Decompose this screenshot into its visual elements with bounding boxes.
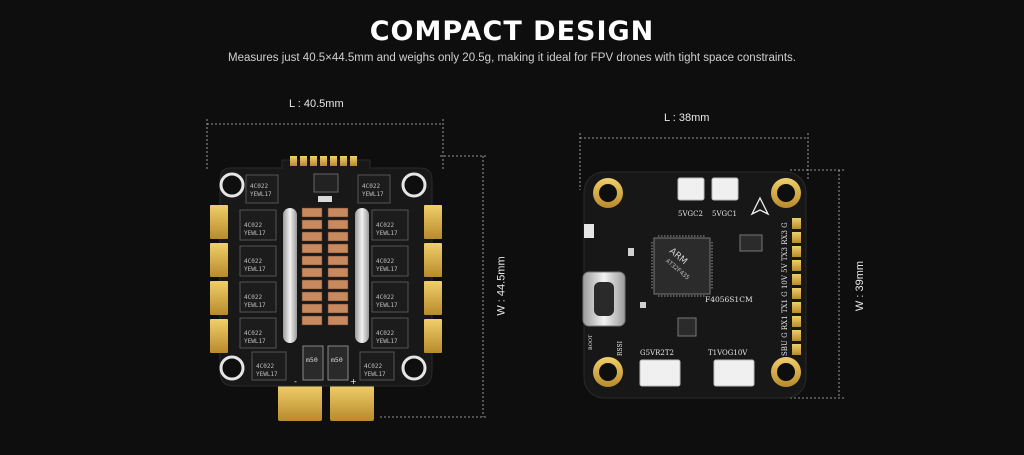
esc-power-pad-negative (278, 385, 322, 421)
fc-secondary-chip (739, 234, 763, 252)
esc-mosfet-right (357, 174, 409, 381)
fc-usb-c-opening (594, 282, 614, 316)
fc-brand-logo-icon (750, 196, 770, 216)
esc-chip-code-sub: YEWL17 (244, 230, 266, 237)
esc-capacitor-array (301, 207, 349, 326)
esc-pad-minus-marking: - (294, 377, 297, 386)
fc-board: 5VGC2 5VGC1 ARM AT32F435 F4056S1CM G5VR2… (582, 171, 807, 399)
page-subtitle: Measures just 40.5×44.5mm and weighs onl… (228, 52, 796, 64)
fc-side-pin-pads (792, 218, 801, 355)
fc-length-label: L : 38mm (664, 112, 710, 124)
esc-chip-code-sub: YEWL17 (362, 191, 384, 198)
fc-connector-bottom-right (713, 359, 755, 387)
esc-chip-code-sub: YEWL17 (256, 371, 278, 378)
fc-connector-top-left (677, 177, 705, 201)
fc-rssi-label: RSSI (617, 340, 624, 356)
esc-inductor-label: m50 (306, 356, 318, 364)
esc-width-label: W : 44.5mm (495, 256, 508, 316)
esc-length-dimension (206, 119, 444, 170)
fc-connector-top-right (711, 177, 739, 201)
fc-mcu-pins (651, 235, 713, 297)
fc-smd-part (640, 302, 646, 308)
esc-capacitor-rail-left (283, 208, 297, 343)
esc-chip-code: 4C022 (244, 330, 262, 337)
esc-capacitor-rail-right (355, 208, 369, 343)
esc-top-connector (290, 156, 357, 166)
fc-connector-top-right-label: 5VGC1 (712, 210, 737, 218)
esc-chip-code: 4C022 (362, 183, 380, 190)
esc-left-motor-pads (210, 205, 228, 353)
esc-chip-code: 4C022 (376, 330, 394, 337)
esc-right-motor-pads (424, 205, 442, 353)
esc-chip-code: 4C022 (244, 258, 262, 265)
esc-chip-code: 4C022 (376, 294, 394, 301)
fc-width-label: W : 39mm (854, 260, 867, 312)
esc-inductor-label: m50 (331, 356, 343, 364)
esc-chip-code: 4C022 (250, 183, 268, 190)
esc-chip-code: 4C022 (376, 258, 394, 265)
esc-width-dimension (380, 155, 488, 418)
fc-boot-label: BOOT (588, 334, 594, 350)
fc-mcu-chip (653, 237, 711, 295)
fc-side-pin-labels: SBU G RX1 TX1 G 10V 5V TX3 RX3 G (781, 222, 789, 356)
esc-chip-code: 4C022 (256, 363, 274, 370)
esc-inductor-right (327, 345, 349, 381)
fc-width-dimension (790, 169, 844, 399)
esc-board: 4C022 YEWL17 4C022 YEWL17 4C022 YEWL17 4… (210, 156, 442, 421)
esc-length-label: L : 40.5mm (289, 98, 344, 110)
esc-chip-code-sub: YEWL17 (376, 338, 398, 345)
fc-length-dimension (579, 133, 809, 190)
fc-gyro-chip (677, 317, 697, 337)
esc-regulator (313, 173, 339, 193)
esc-chip-code-sub: YEWL17 (250, 191, 272, 198)
esc-mosfet-left (239, 174, 287, 381)
fc-connector-top-left-label: 5VGC2 (678, 210, 703, 218)
esc-chip-code-sub: YEWL17 (376, 302, 398, 309)
esc-smd-part (318, 196, 332, 202)
esc-power-pad-positive (330, 385, 374, 421)
esc-chip-code: 4C022 (244, 294, 262, 301)
fc-connector-bottom-right-label: T1VOG10V (708, 349, 748, 357)
esc-mounting-holes (219, 172, 427, 381)
fc-mounting-holes (593, 178, 801, 387)
page-title: COMPACT DESIGN (369, 16, 655, 47)
fc-connector-bottom-left (639, 359, 681, 387)
esc-chip-code-sub: YEWL17 (376, 230, 398, 237)
esc-chip-code: 4C022 (376, 222, 394, 229)
esc-chip-code: 4C022 (244, 222, 262, 229)
fc-connector-bottom-left-label: G5VR2T2 (640, 349, 674, 357)
esc-chip-code-sub: YEWL17 (244, 338, 266, 345)
esc-pad-plus-marking: + (350, 377, 357, 386)
esc-chip-code-sub: YEWL17 (364, 371, 386, 378)
fc-smd-part (628, 248, 634, 256)
fc-board-name-label: F4056S1CM (705, 295, 753, 304)
esc-inductor-left (302, 345, 324, 381)
esc-chip-code: 4C022 (364, 363, 382, 370)
fc-button (584, 224, 594, 238)
esc-chip-code-sub: YEWL17 (244, 266, 266, 273)
esc-chip-code-sub: YEWL17 (376, 266, 398, 273)
esc-chip-code-sub: YEWL17 (244, 302, 266, 309)
